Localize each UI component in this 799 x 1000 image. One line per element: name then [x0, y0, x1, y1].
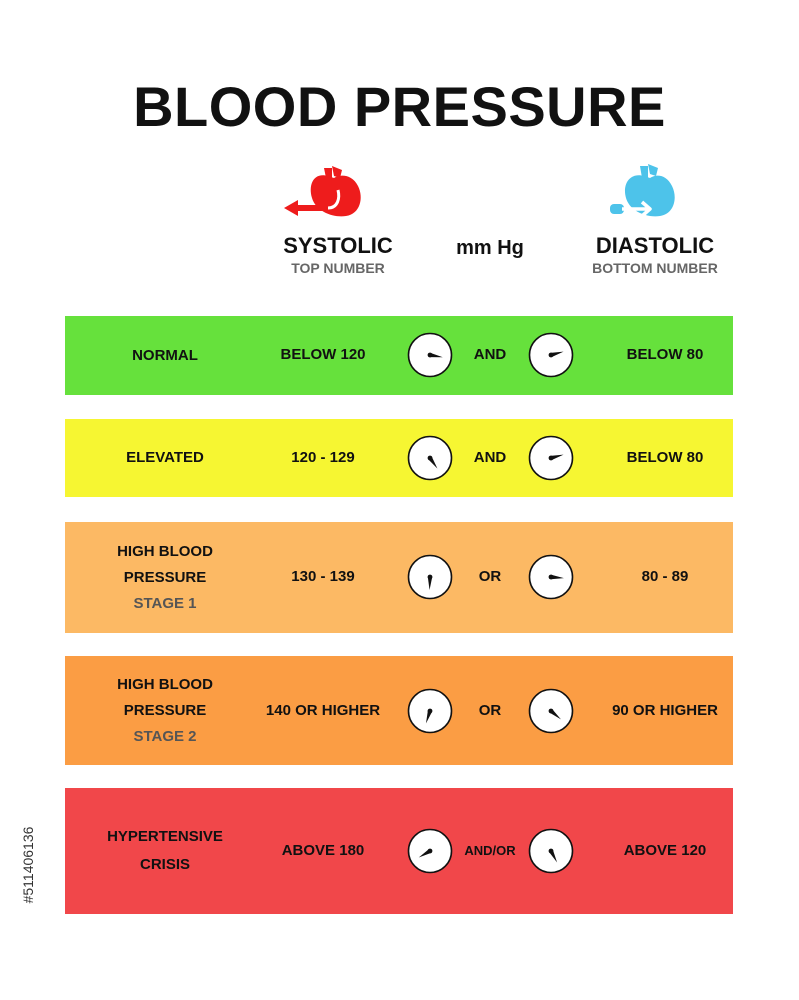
systolic-header: SYSTOLIC TOP NUMBER [263, 233, 413, 277]
diastolic-header: DIASTOLIC BOTTOM NUMBER [565, 233, 745, 277]
connector-word: AND [473, 346, 507, 363]
diastolic-subtitle: BOTTOM NUMBER [592, 260, 718, 276]
category-label-line: CRISIS [139, 856, 190, 873]
category-band: HIGH BLOOD PRESSURE STAGE 2 140 OR HIGHER OR… [65, 656, 733, 765]
category-label-line: HYPERTENSIVE [107, 828, 223, 845]
category-label-line: HIGH BLOOD [117, 542, 213, 560]
connector-word: AND [473, 449, 507, 466]
category-stage: STAGE 1 [133, 594, 197, 612]
diastolic-title: DIASTOLIC [595, 233, 715, 258]
diastolic-gauge-icon [528, 688, 574, 734]
category-label: HYPERTENSIVE CRISIS [65, 823, 265, 879]
stock-id: #511406136 [18, 800, 38, 930]
category-band: HYPERTENSIVE CRISIS ABOVE 180 AND/OR ABOVE 1… [65, 788, 733, 914]
category-label: ELEVATED [65, 448, 265, 468]
stock-id-text: #511406136 [20, 826, 36, 904]
diastolic-range: 90 OR HIGHER [612, 702, 718, 719]
category-label-line: NORMAL [132, 346, 198, 364]
systolic-gauge-icon [407, 828, 453, 874]
category-band: NORMAL BELOW 120 AND BELOW 80 [65, 316, 733, 395]
diastolic-gauge-icon [528, 554, 574, 600]
category-label: HIGH BLOOD PRESSURE STAGE 2 [65, 672, 265, 750]
systolic-gauge-icon [407, 435, 453, 481]
systolic-gauge-icon [407, 554, 453, 600]
systolic-subtitle: TOP NUMBER [291, 260, 385, 276]
systolic-range: 140 OR HIGHER [265, 702, 381, 719]
diastolic-range: ABOVE 120 [623, 842, 707, 859]
systolic-gauge-icon [407, 332, 453, 378]
connector-word: OR [478, 568, 502, 585]
unit-label: mm Hg [456, 237, 524, 259]
diastolic-gauge-icon [528, 828, 574, 874]
category-band: ELEVATED 120 - 129 AND BELOW 80 [65, 419, 733, 497]
systolic-range: 120 - 129 [291, 449, 355, 466]
diastolic-gauge-icon [528, 332, 574, 378]
connector-word: OR [478, 702, 502, 719]
systolic-range: ABOVE 180 [281, 842, 365, 859]
systolic-range: BELOW 120 [280, 346, 366, 363]
diastolic-gauge-icon [528, 435, 574, 481]
systolic-heart-icon [284, 162, 366, 224]
category-label-line: HIGH BLOOD [117, 675, 213, 693]
category-label-line: PRESSURE [123, 568, 207, 586]
page-title: BLOOD PRESSURE [133, 75, 666, 138]
diastolic-range: BELOW 80 [626, 346, 704, 363]
systolic-gauge-icon [407, 688, 453, 734]
diastolic-range: 80 - 89 [641, 568, 689, 585]
category-stage: STAGE 2 [133, 727, 197, 745]
category-label: HIGH BLOOD PRESSURE STAGE 1 [65, 539, 265, 617]
category-label: NORMAL [65, 346, 265, 366]
category-band: HIGH BLOOD PRESSURE STAGE 1 130 - 139 OR 80 -… [65, 522, 733, 633]
category-label-line: PRESSURE [123, 701, 207, 719]
diastolic-heart-icon [608, 162, 678, 224]
systolic-title: SYSTOLIC [283, 233, 393, 258]
systolic-range: 130 - 139 [291, 568, 355, 585]
category-label-line: ELEVATED [126, 449, 204, 466]
diastolic-range: BELOW 80 [626, 449, 704, 466]
connector-word: AND/OR [464, 843, 516, 858]
